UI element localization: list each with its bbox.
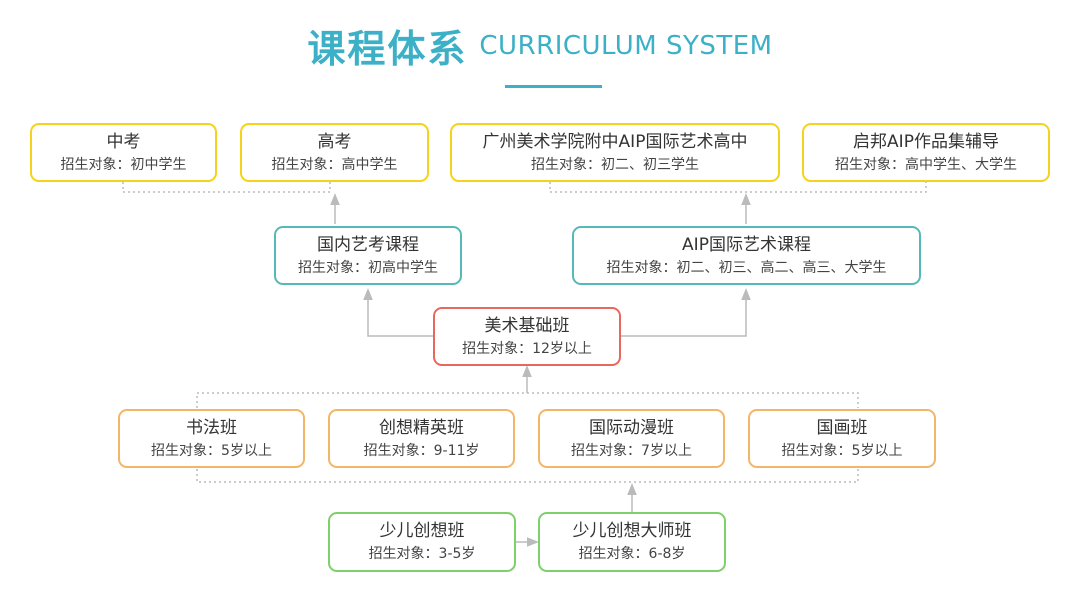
node-gz-aip-highschool: 广州美术学院附中AIP国际艺术高中 招生对象：初二、初三学生 — [450, 123, 780, 182]
node-kids-master: 少儿创想大师班 招生对象：6-8岁 — [538, 512, 726, 572]
node-qibang-aip: 启邦AIP作品集辅导 招生对象：高中学生、大学生 — [802, 123, 1050, 182]
node-art-foundation: 美术基础班 招生对象：12岁以上 — [433, 307, 621, 366]
node-name: 少儿创想班 — [379, 521, 465, 541]
node-target: 招生对象：12岁以上 — [462, 340, 592, 357]
node-target: 招生对象：初二、初三、高二、高三、大学生 — [606, 259, 887, 276]
node-name: 美术基础班 — [484, 315, 570, 336]
node-zhongkao: 中考 招生对象：初中学生 — [30, 123, 217, 182]
node-name: 启邦AIP作品集辅导 — [853, 131, 999, 152]
node-intl-anime: 国际动漫班 招生对象：7岁以上 — [538, 409, 725, 468]
node-name: 国际动漫班 — [589, 417, 674, 438]
title-chinese: 课程体系 — [307, 27, 468, 71]
node-name: 创想精英班 — [379, 417, 464, 438]
node-name: 书法班 — [186, 417, 237, 438]
node-name: AIP国际艺术课程 — [682, 234, 811, 255]
node-gaokao: 高考 招生对象：高中学生 — [240, 123, 429, 182]
bracket-domestic-targets — [122, 182, 331, 193]
node-name: 少儿创想大师班 — [572, 521, 692, 541]
title-english: CURRICULUM SYSTEM — [479, 30, 773, 61]
node-target: 招生对象：5岁以上 — [151, 442, 272, 459]
node-name: 中考 — [106, 131, 141, 152]
node-target: 招生对象：3-5岁 — [368, 546, 476, 562]
node-target: 招生对象：初二、初三学生 — [531, 156, 699, 173]
node-target: 招生对象：6-8岁 — [578, 546, 686, 562]
node-kids-creative: 少儿创想班 招生对象：3-5岁 — [328, 512, 516, 572]
arrow-foundation-to-aip — [621, 288, 751, 337]
node-target: 招生对象：高中学生、大学生 — [835, 156, 1017, 173]
page-title: 课程体系 CURRICULUM SYSTEM — [0, 18, 1080, 73]
bracket-intl-targets — [549, 182, 927, 193]
node-name: 高考 — [317, 131, 352, 152]
node-calligraphy: 书法班 招生对象：5岁以上 — [118, 409, 305, 468]
bracket-interest-top — [196, 392, 859, 408]
node-chinese-painting: 国画班 招生对象：5岁以上 — [748, 409, 936, 468]
node-target: 招生对象：7岁以上 — [571, 442, 692, 459]
node-target: 招生对象：初高中学生 — [298, 259, 438, 276]
node-creative-elite: 创想精英班 招生对象：9-11岁 — [328, 409, 515, 468]
node-name: 国内艺考课程 — [317, 234, 419, 255]
node-target: 招生对象：初中学生 — [60, 156, 187, 173]
node-domestic-exam-course: 国内艺考课程 招生对象：初高中学生 — [274, 226, 462, 285]
arrow-foundation-to-domestic — [363, 288, 433, 337]
node-aip-intl-course: AIP国际艺术课程 招生对象：初二、初三、高二、高三、大学生 — [572, 226, 921, 285]
title-underline — [505, 85, 602, 88]
node-target: 招生对象：9-11岁 — [363, 442, 480, 459]
node-target: 招生对象：5岁以上 — [781, 442, 903, 459]
node-name: 广州美术学院附中AIP国际艺术高中 — [482, 131, 748, 152]
node-name: 国画班 — [816, 417, 868, 438]
bracket-interest-bottom — [196, 469, 859, 483]
node-target: 招生对象：高中学生 — [271, 156, 398, 173]
